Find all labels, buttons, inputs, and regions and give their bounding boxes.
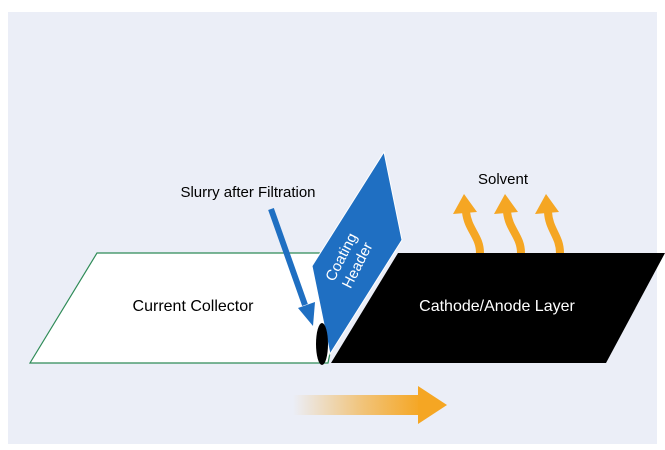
solvent-label: Solvent — [478, 171, 529, 188]
slurry-label: Slurry after Filtration — [180, 184, 315, 201]
active-layer-label: Cathode/Anode Layer — [419, 298, 575, 315]
solvent-arrows — [453, 194, 564, 254]
background-panel — [8, 12, 657, 444]
current-collector-foil — [28, 252, 351, 364]
coating-header — [311, 150, 403, 356]
slurry-bead — [316, 323, 328, 365]
slurry-arrow-icon — [268, 207, 315, 326]
solvent-arrow-icon — [453, 194, 484, 254]
solvent-arrow-icon — [535, 194, 564, 254]
motion-direction-arrow-icon — [293, 386, 447, 424]
solvent-arrow-icon — [494, 194, 525, 254]
active-layer — [331, 253, 665, 363]
current-collector-label: Current Collector — [133, 298, 255, 315]
